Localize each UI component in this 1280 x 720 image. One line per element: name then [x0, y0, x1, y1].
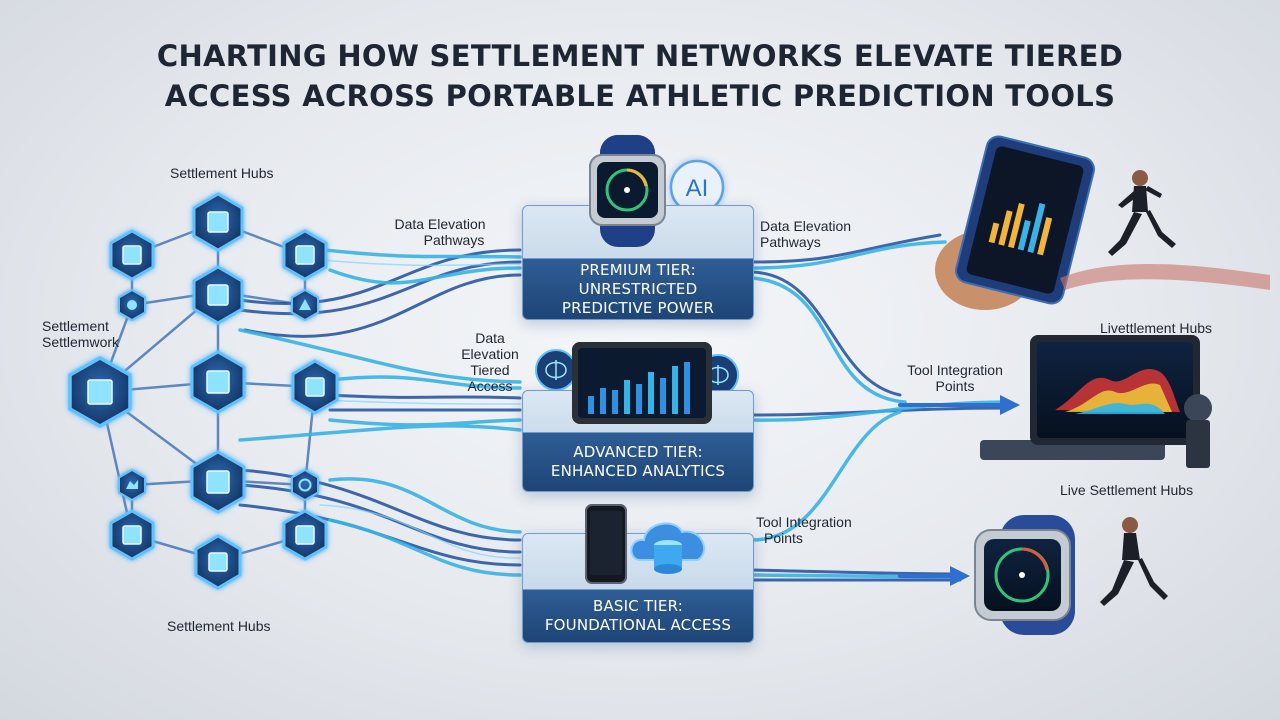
terrain-icon	[126, 480, 138, 489]
smartwatch-runner-icon	[974, 515, 1168, 635]
title-line-2: ACCESS ACROSS PORTABLE ATHLETIC PREDICTI…	[164, 79, 1116, 113]
chip-icon	[207, 284, 229, 306]
chip-icon	[206, 470, 230, 494]
hub-node-central[interactable]	[68, 355, 132, 429]
chip-icon	[208, 552, 228, 572]
chip-icon	[207, 211, 229, 233]
hub-node[interactable]	[282, 509, 328, 561]
tablet-heatmap-icon	[980, 335, 1212, 468]
label-settlement-network-line1: Settlement	[42, 318, 109, 334]
runner-icon	[1060, 170, 1270, 290]
advanced-tier-card[interactable]: ADVANCED TIER: ENHANCED ANALYTICS	[522, 390, 754, 492]
label-tool-integration-mid: Tool Integration Points	[756, 514, 852, 546]
hub-node[interactable]	[291, 359, 339, 415]
chip-icon	[295, 525, 315, 545]
left-data-streams	[238, 248, 522, 577]
label-settlement-hubs-top: Settlement Hubs	[170, 165, 274, 181]
basic-tier-title: BASIC TIER:	[592, 597, 684, 615]
basic-tier-card[interactable]: BASIC TIER: FOUNDATIONAL ACCESS	[522, 533, 754, 643]
label-pathways-left-line1: Data Elevation	[394, 216, 486, 232]
page-title: CHARTING HOW SETTLEMENT NETWORKS ELEVATE…	[0, 36, 1280, 116]
hub-node[interactable]	[194, 534, 242, 590]
right-data-streams	[750, 233, 1020, 586]
label-pathways-mid-line3: Tiered	[470, 362, 510, 378]
hub-node[interactable]	[192, 192, 244, 252]
hub-node[interactable]	[190, 350, 246, 414]
basic-tier-subtitle: FOUNDATIONAL ACCESS	[544, 616, 732, 634]
chip-icon	[87, 379, 113, 405]
label-pathways-right-line2: Pathways	[760, 234, 821, 250]
label-pathways-right-line1: Data Elevation	[760, 218, 852, 234]
small-hub-node[interactable]	[118, 288, 146, 322]
premium-tier-subtitle-1: UNRESTRICTED	[578, 279, 698, 298]
phone-app-icon	[935, 135, 1095, 310]
chip-icon	[122, 525, 142, 545]
ai-badge-label: AI	[686, 175, 709, 202]
label-pathways-left: Data Elevation Pathways	[380, 216, 500, 248]
premium-tier-card[interactable]: PREMIUM TIER: UNRESTRICTED PREDICTIVE PO…	[522, 205, 754, 320]
label-settlement-network-line2: Settlemwork	[42, 334, 120, 350]
small-hub-node[interactable]	[118, 468, 146, 502]
label-tool-integration-mid-line1: Tool Integration	[756, 514, 852, 530]
label-settlement-network: Settlement Settlemwork	[42, 318, 119, 350]
label-livettlement-hubs: Livettlement Hubs	[1100, 320, 1213, 336]
title-line-1: CHARTING HOW SETTLEMENT NETWORKS ELEVATE…	[156, 39, 1124, 73]
basic-tier-label: BASIC TIER: FOUNDATIONAL ACCESS	[523, 589, 753, 642]
label-pathways-mid-line4: Access	[467, 378, 513, 394]
premium-tier-title: PREMIUM TIER:	[580, 260, 696, 279]
settlement-hubs	[68, 192, 339, 590]
advanced-tier-label: ADVANCED TIER: ENHANCED ANALYTICS	[523, 432, 753, 491]
small-hub-node[interactable]	[291, 468, 319, 502]
label-pathways-left-line2: Pathways	[423, 232, 485, 248]
hub-node[interactable]	[192, 265, 244, 325]
chip-icon	[122, 245, 142, 265]
advanced-tier-subtitle: ENHANCED ANALYTICS	[550, 462, 726, 480]
label-tool-integration-right-line1: Tool Integration	[907, 362, 1003, 378]
triangle-icon	[299, 299, 311, 310]
hub-node[interactable]	[282, 229, 328, 281]
label-settlement-hubs-bottom: Settlement Hubs	[167, 618, 271, 634]
label-tool-integration-mid-line2: Points	[764, 530, 803, 546]
chip-icon	[295, 245, 315, 265]
hub-node[interactable]	[190, 450, 246, 514]
label-pathways-right: Data Elevation Pathways	[760, 218, 851, 250]
gauge-icon	[298, 478, 312, 492]
hub-node[interactable]	[109, 229, 155, 281]
ai-badge: AI	[669, 159, 725, 215]
chip-icon	[305, 377, 325, 397]
chip-icon	[206, 370, 230, 394]
hub-node[interactable]	[109, 509, 155, 561]
person-icon	[127, 300, 137, 310]
advanced-tier-title: ADVANCED TIER:	[573, 443, 703, 461]
label-pathways-mid-line2: Elevation	[461, 346, 519, 362]
small-hub-node[interactable]	[291, 288, 319, 322]
label-tool-integration-right-line2: Points	[935, 378, 975, 394]
label-tool-integration-right: Tool Integration Points	[895, 362, 1015, 394]
label-pathways-mid: Data Elevation Tiered Access	[450, 330, 530, 394]
label-live-settlement-hubs: Live Settlement Hubs	[1060, 482, 1194, 498]
premium-tier-subtitle-2: PREDICTIVE POWER	[561, 298, 715, 317]
premium-tier-label: PREMIUM TIER: UNRESTRICTED PREDICTIVE PO…	[523, 258, 753, 319]
label-pathways-mid-line1: Data	[475, 330, 505, 346]
